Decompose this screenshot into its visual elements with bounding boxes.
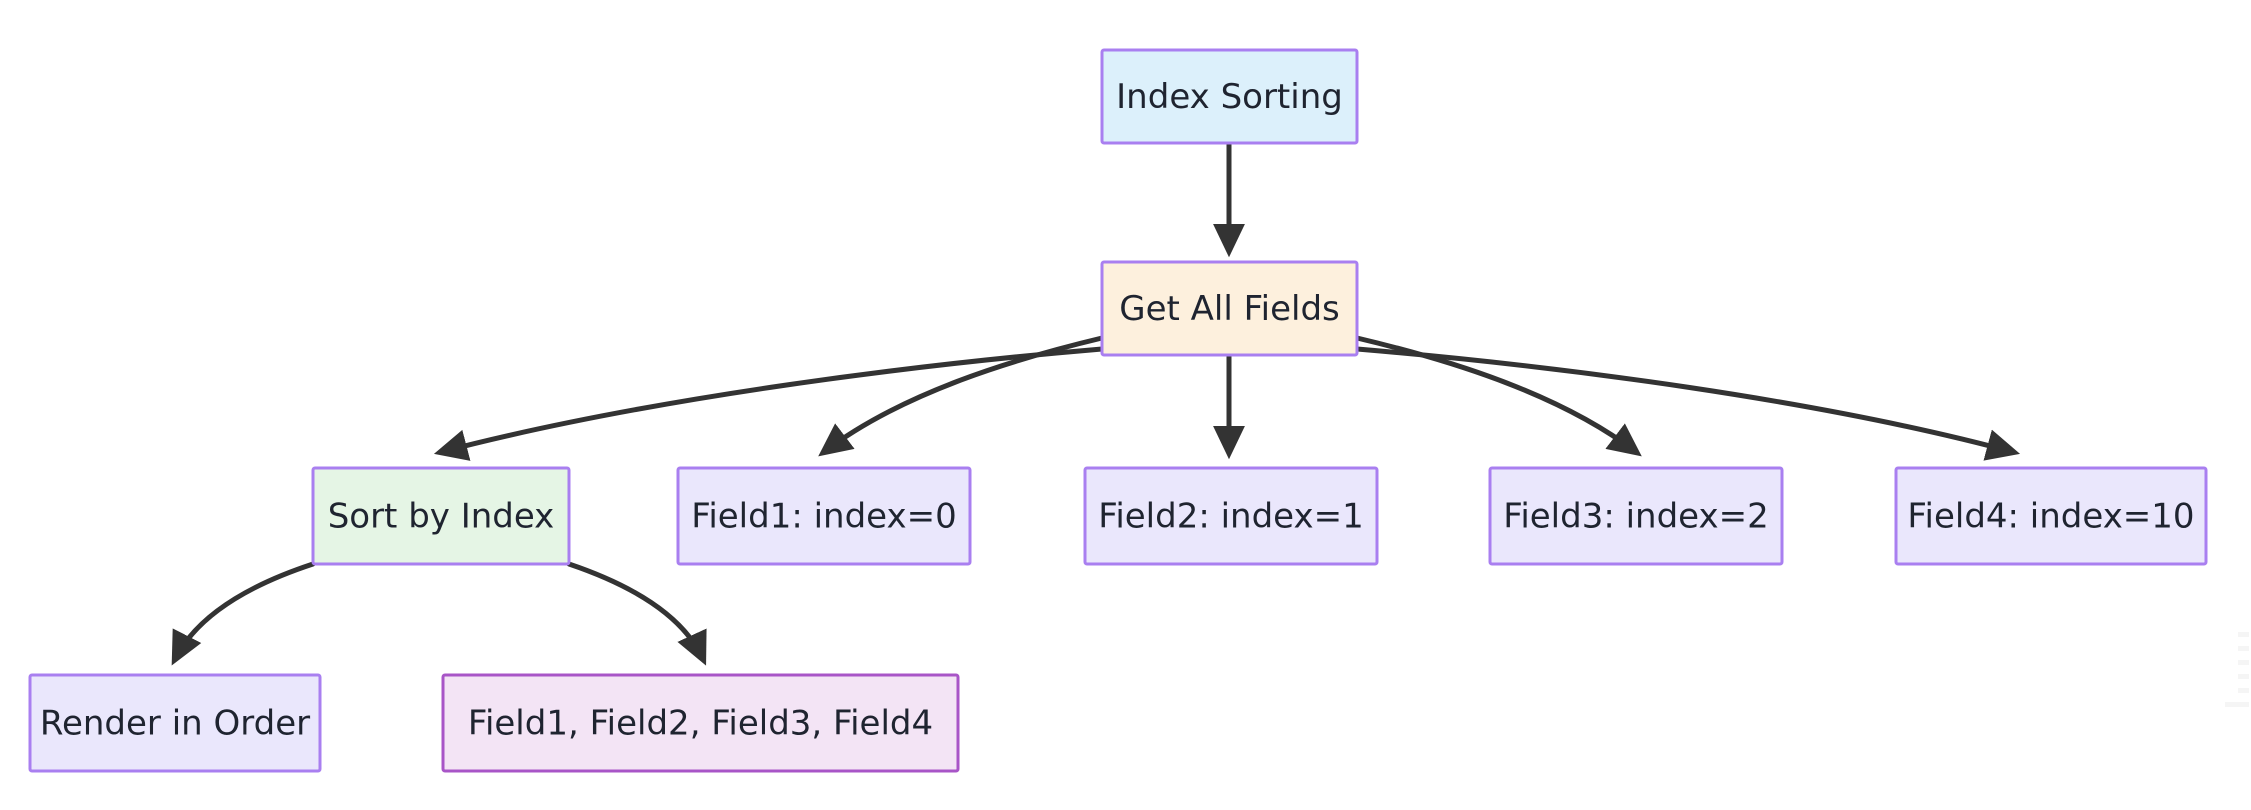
artifact-mark bbox=[2238, 660, 2249, 665]
node-label-field-list: Field1, Field2, Field3, Field4 bbox=[468, 704, 933, 744]
edge-get-all-fields-to-sort-by-index bbox=[433, 346, 1105, 461]
artifact-mark bbox=[2238, 632, 2249, 637]
artifact-mark bbox=[2238, 688, 2249, 693]
node-box-sort-by-index[interactable] bbox=[311, 466, 571, 566]
node-label-field1-index: Field1: index=0 bbox=[691, 497, 957, 537]
node-field4-index[interactable]: Field4: index=10 bbox=[1894, 466, 2208, 566]
node-render-in-order[interactable]: Render in Order bbox=[28, 673, 322, 773]
node-box-field4-index[interactable] bbox=[1894, 466, 2208, 566]
node-index-sorting[interactable]: Index Sorting bbox=[1100, 48, 1359, 145]
artifact-mark bbox=[2225, 702, 2249, 707]
node-field-list[interactable]: Field1, Field2, Field3, Field4 bbox=[441, 673, 960, 773]
node-field3-index[interactable]: Field3: index=2 bbox=[1488, 466, 1784, 566]
node-box-field3-index[interactable] bbox=[1488, 466, 1784, 566]
edge-sort-by-index-to-render-in-order bbox=[171, 561, 316, 666]
node-label-field3-index: Field3: index=2 bbox=[1503, 497, 1769, 537]
node-sort-by-index[interactable]: Sort by Index bbox=[311, 466, 571, 566]
edge-get-all-fields-to-field3-index bbox=[1354, 335, 1642, 457]
node-box-get-all-fields[interactable] bbox=[1100, 260, 1359, 357]
node-box-index-sorting[interactable] bbox=[1100, 48, 1359, 145]
edge-get-all-fields-to-field1-index bbox=[818, 335, 1105, 457]
node-box-field-list[interactable] bbox=[441, 673, 960, 773]
edge-get-all-fields-to-field4-index bbox=[1354, 346, 2021, 461]
render-artifact-watermark bbox=[2223, 632, 2249, 710]
node-label-field2-index: Field2: index=1 bbox=[1098, 497, 1364, 537]
edge-sort-by-index-to-field-list bbox=[566, 561, 707, 666]
node-box-field2-index[interactable] bbox=[1083, 466, 1379, 566]
artifact-mark bbox=[2238, 674, 2249, 679]
node-field2-index[interactable]: Field2: index=1 bbox=[1083, 466, 1379, 566]
node-label-field4-index: Field4: index=10 bbox=[1907, 497, 2194, 537]
node-label-sort-by-index: Sort by Index bbox=[328, 497, 555, 537]
node-box-render-in-order[interactable] bbox=[28, 673, 322, 773]
node-get-all-fields[interactable]: Get All Fields bbox=[1100, 260, 1359, 357]
edges-layer bbox=[171, 140, 2021, 666]
node-label-render-in-order: Render in Order bbox=[40, 704, 310, 744]
node-label-get-all-fields: Get All Fields bbox=[1119, 289, 1340, 329]
artifact-mark bbox=[2238, 646, 2249, 651]
node-label-index-sorting: Index Sorting bbox=[1116, 77, 1343, 117]
node-field1-index[interactable]: Field1: index=0 bbox=[676, 466, 972, 566]
node-box-field1-index[interactable] bbox=[676, 466, 972, 566]
